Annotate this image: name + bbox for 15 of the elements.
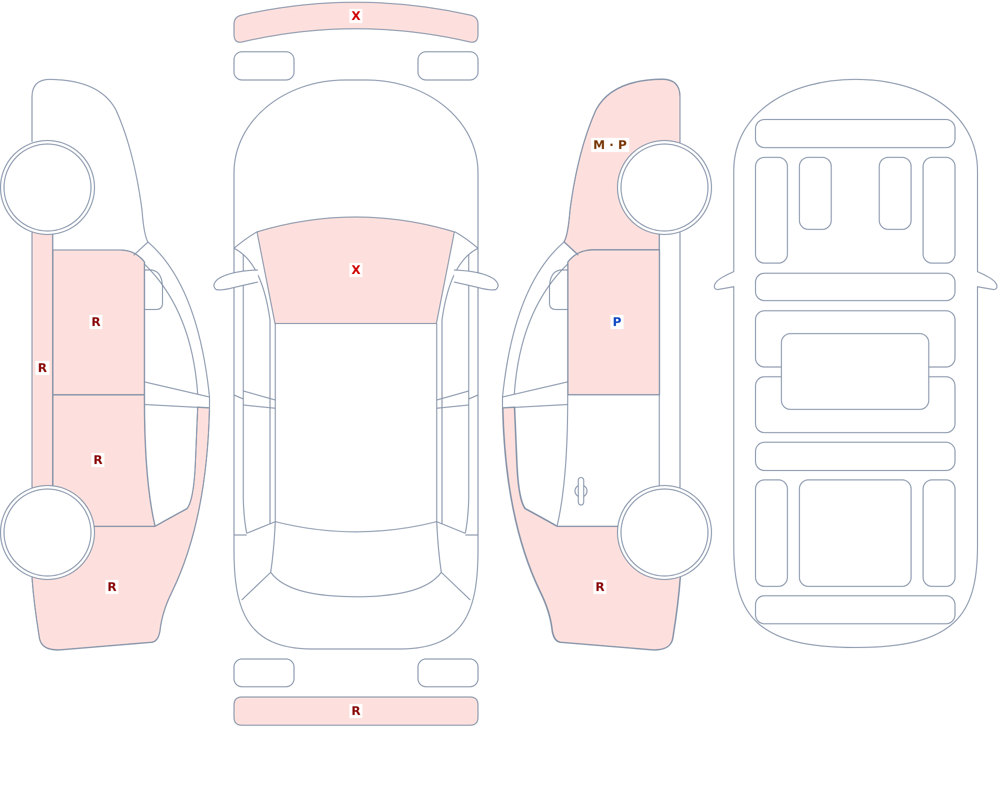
damage-code: P: [610, 315, 624, 329]
damage-code: R: [36, 361, 49, 375]
damaged-panel: [566, 249, 660, 396]
damaged-panel: [52, 249, 146, 396]
damage-code: R: [593, 580, 607, 594]
damage-code: X: [349, 262, 363, 277]
damaged-panel: [233, 696, 479, 726]
damage-code: X: [349, 9, 363, 23]
damage-code: M · P: [591, 138, 629, 152]
damage-code: R: [105, 580, 119, 594]
damaged-panel: [256, 216, 456, 324]
damage-code: R: [349, 704, 363, 718]
damage-code: R: [89, 315, 103, 329]
damage-code: R: [91, 452, 105, 467]
damaged-panel: [233, 0, 479, 44]
